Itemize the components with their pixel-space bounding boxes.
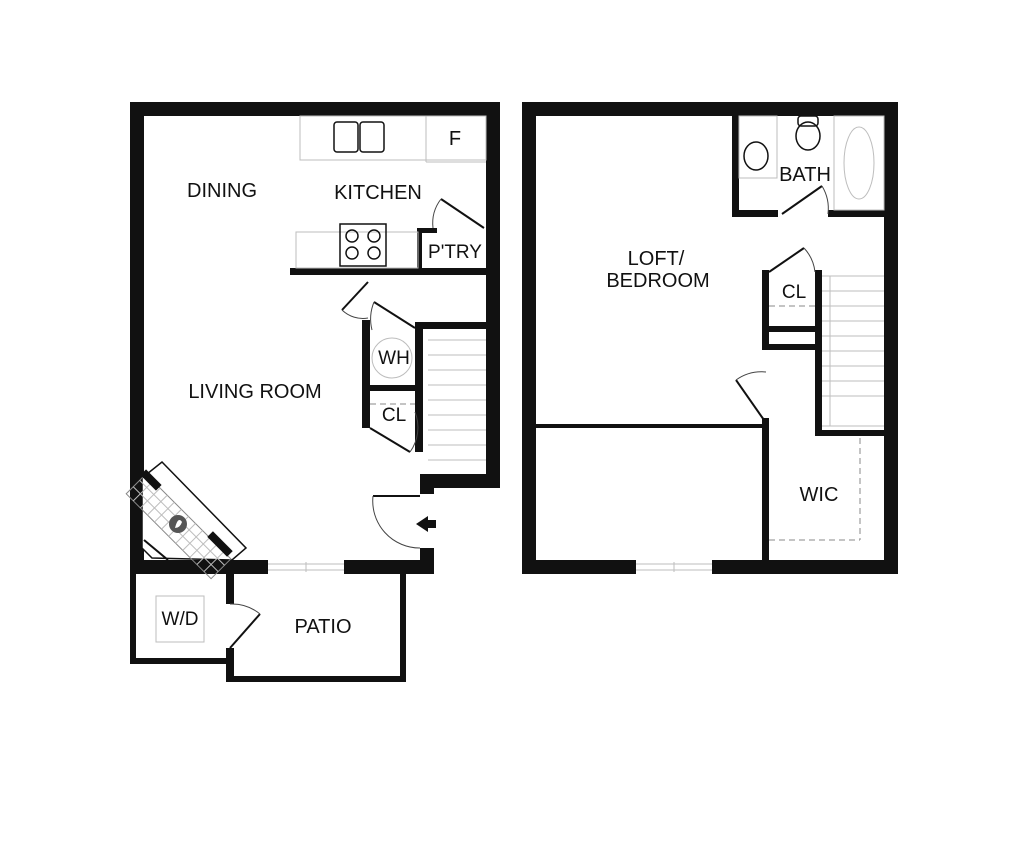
- washer-dryer: [155, 595, 205, 643]
- wall-cl-left: [762, 270, 769, 350]
- pantry-door-swing: [432, 198, 442, 229]
- toilet-tank: [797, 115, 819, 127]
- cl-door-down: [369, 427, 411, 453]
- loft-door-swing: [735, 371, 767, 381]
- burner: [367, 229, 381, 243]
- fireplace: [125, 460, 248, 580]
- first-floor: [125, 102, 500, 682]
- wall-laundry-right-low: [226, 648, 234, 682]
- wall-step-first: [420, 474, 500, 488]
- tub: [833, 115, 885, 211]
- living-door-swing: [341, 309, 369, 319]
- bath-door: [781, 185, 823, 215]
- label-walk-in-closet: WIC: [800, 484, 839, 506]
- wall-laundry-left: [130, 574, 136, 664]
- second-floor: [522, 102, 898, 574]
- cl-door-up-swing: [803, 247, 816, 273]
- wall-bottom-second-b: [712, 560, 898, 574]
- wall-right-second: [884, 102, 898, 574]
- entry-door-swing: [372, 495, 421, 549]
- living-door: [341, 281, 369, 311]
- bath-door-swing: [821, 185, 829, 215]
- wall-bottom-first-b: [344, 560, 434, 574]
- wall-bath-bottom-b: [828, 210, 890, 217]
- tub-basin: [843, 126, 875, 200]
- wall-wic-left: [762, 418, 769, 564]
- burner: [367, 246, 381, 260]
- wall-pantry-top: [417, 228, 437, 233]
- wh-door-swing: [370, 301, 375, 331]
- stair-up: [822, 275, 884, 427]
- label-pantry: P'TRY: [428, 242, 482, 263]
- laundry-door-swing: [229, 603, 261, 615]
- vanity: [738, 115, 778, 179]
- wall-kitchen-bottom: [290, 268, 500, 275]
- wall-wh-mid: [362, 385, 422, 391]
- label-kitchen: KITCHEN: [334, 182, 422, 204]
- counter-top: [299, 115, 487, 161]
- label-patio: PATIO: [294, 616, 351, 638]
- burner: [345, 229, 359, 243]
- sink: [743, 141, 769, 171]
- label-dining: DINING: [187, 180, 257, 202]
- sink-left: [333, 121, 359, 153]
- toilet-bowl: [795, 121, 821, 151]
- wall-laundry-bottom: [130, 658, 230, 664]
- wall-stair-bottom: [815, 430, 889, 436]
- wall-cl-mid-a: [762, 326, 820, 332]
- pantry-door: [440, 198, 485, 229]
- label-loft-line1: LOFT/: [628, 248, 685, 270]
- sink-right: [359, 121, 385, 153]
- label-washer-dryer: W/D: [162, 609, 199, 630]
- wall-patio-bottom: [226, 676, 406, 682]
- wall-wh-left: [362, 320, 370, 428]
- label-fridge: F: [449, 128, 461, 150]
- entry-arrow-icon: [416, 516, 436, 532]
- laundry-door: [229, 613, 261, 649]
- wall-entry-side: [420, 474, 434, 494]
- label-loft-line2: BEDROOM: [606, 270, 709, 292]
- wall-loft-lower: [536, 424, 768, 428]
- wall-top-first: [130, 102, 500, 116]
- wh-door: [373, 301, 416, 329]
- wall-left-first: [130, 102, 144, 574]
- wall-bath-left: [732, 112, 739, 216]
- wall-top-second: [522, 102, 898, 116]
- burner: [345, 246, 359, 260]
- wall-wh-top: [415, 322, 490, 329]
- label-closet-up: CL: [782, 282, 806, 303]
- wall-cl-right: [815, 270, 822, 436]
- label-closet-down: CL: [382, 405, 406, 426]
- label-living-room: LIVING ROOM: [188, 381, 321, 403]
- loft-door: [735, 379, 765, 421]
- wall-patio-right: [400, 574, 406, 682]
- wall-pantry-left: [417, 228, 422, 272]
- cl-door-down-swing: [409, 411, 419, 453]
- wall-laundry-right: [226, 574, 234, 604]
- cl-door-up: [768, 247, 805, 273]
- wall-left-second: [522, 102, 536, 574]
- water-heater: [371, 337, 413, 379]
- wall-cl-mid-b: [762, 344, 820, 350]
- wall-bottom-second-a: [522, 560, 636, 574]
- range: [339, 223, 387, 267]
- label-water-heater: WH: [378, 348, 410, 369]
- stair-down: [428, 339, 486, 461]
- wall-right-first: [486, 102, 500, 488]
- wall-bath-bottom-a: [732, 210, 778, 217]
- label-bath: BATH: [779, 164, 831, 186]
